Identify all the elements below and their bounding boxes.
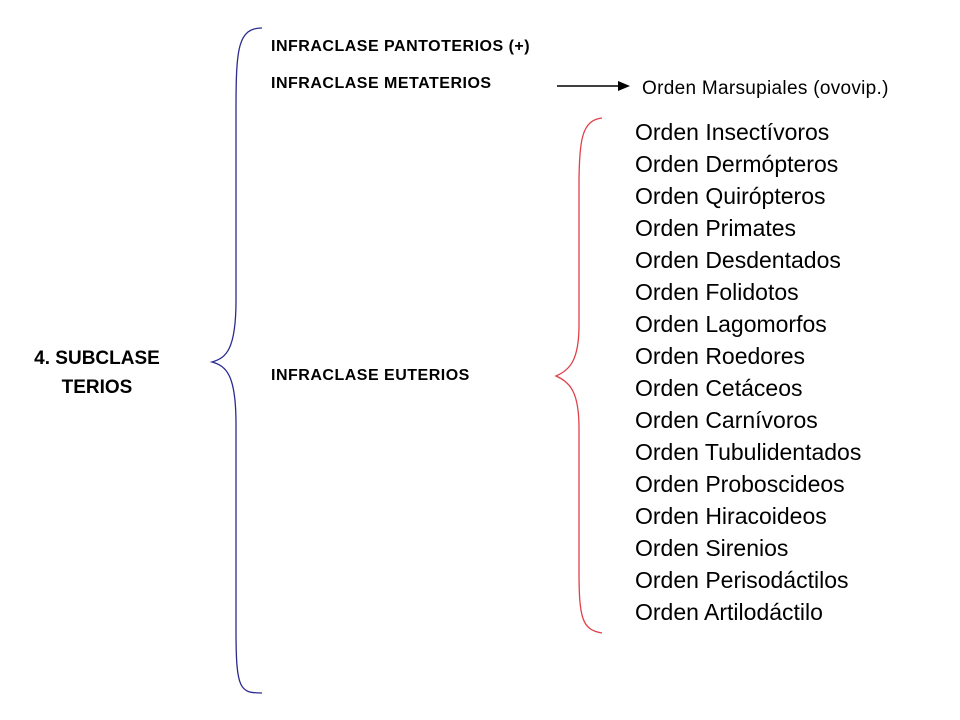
order-item: Orden Hiracoideos — [635, 503, 827, 529]
main-brace — [209, 27, 263, 694]
infraclase-euterios-label: INFRACLASE EUTERIOS — [271, 367, 470, 384]
order-item: Orden Desdentados — [635, 247, 841, 273]
order-item: Orden Proboscideos — [635, 471, 845, 497]
order-item: Orden Perisodáctilos — [635, 567, 849, 593]
order-item: Orden Dermópteros — [635, 151, 839, 177]
order-item: Orden Quirópteros — [635, 183, 826, 209]
order-item: Orden Artilodáctilo — [635, 599, 823, 625]
order-item: Orden Lagomorfos — [635, 311, 827, 337]
subclass-title-line2: TERIOS — [61, 377, 133, 398]
arrow-to-marsupiales — [557, 81, 630, 91]
order-item: Orden Insectívoros — [635, 119, 830, 145]
euterios-order-list: Orden Insectívoros Orden Dermópteros Ord… — [635, 116, 861, 628]
order-item: Orden Tubulidentados — [635, 439, 862, 465]
orden-marsupiales-label: Orden Marsupiales (ovovip.) — [642, 78, 889, 99]
subclass-title: 4. SUBCLASE TERIOS — [12, 344, 182, 402]
order-item: Orden Sirenios — [635, 535, 789, 561]
infraclase-metaterios-label: INFRACLASE METATERIOS — [271, 75, 492, 92]
order-item: Orden Primates — [635, 215, 797, 241]
euterios-brace — [554, 117, 603, 634]
order-item: Orden Folidotos — [635, 279, 799, 305]
order-item: Orden Roedores — [635, 343, 806, 369]
infraclase-pantoterios-label: INFRACLASE PANTOTERIOS (+) — [271, 38, 531, 55]
subclass-title-line1: 4. SUBCLASE — [34, 348, 160, 369]
order-item: Orden Carnívoros — [635, 407, 818, 433]
order-item: Orden Cetáceos — [635, 375, 803, 401]
